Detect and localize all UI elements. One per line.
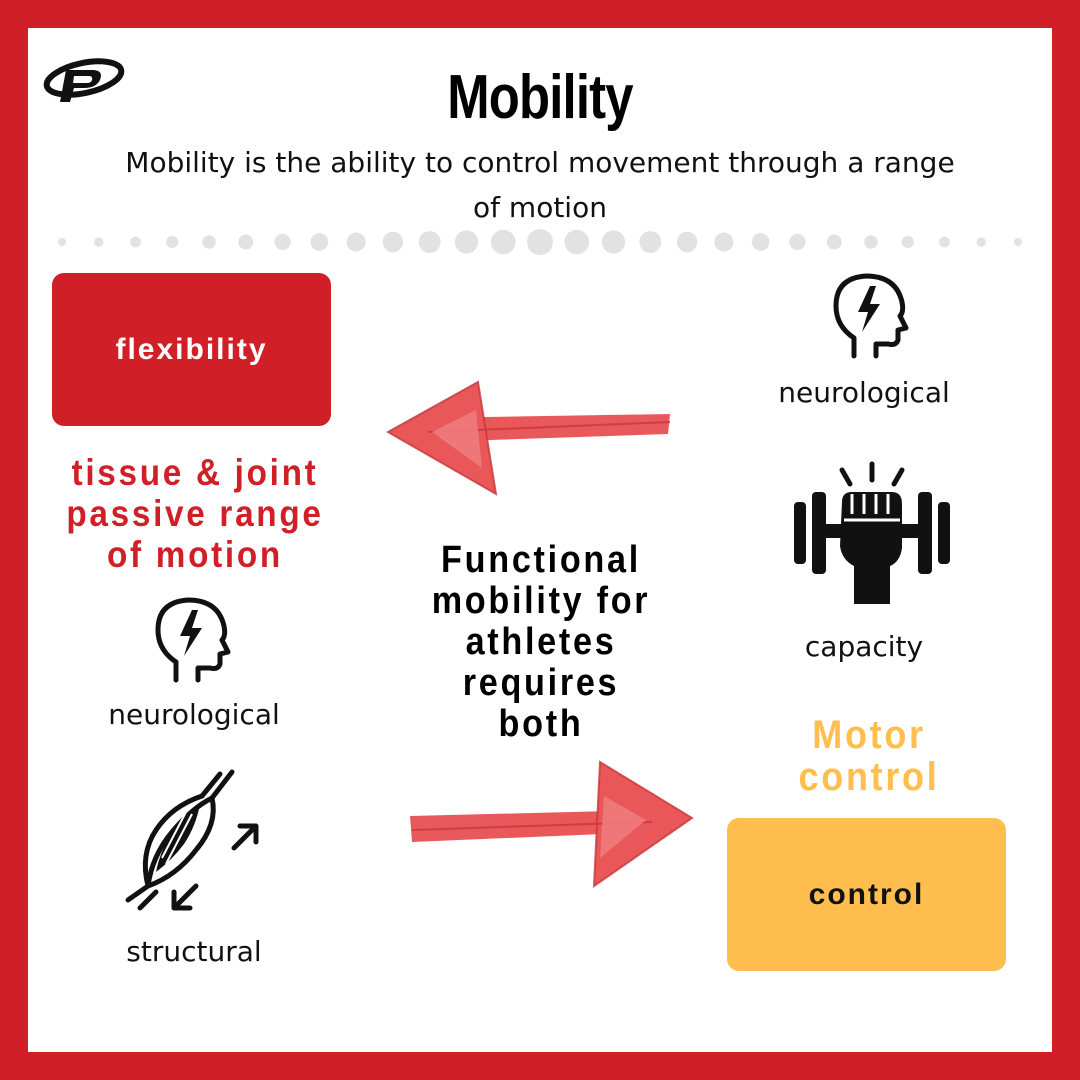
dotted-divider	[0, 222, 1080, 262]
heading-line: control	[798, 755, 940, 799]
divider-dot	[418, 231, 441, 253]
divider-dot	[751, 233, 770, 251]
description-line: of motion	[107, 534, 283, 575]
page-subtitle: Mobility is the ability to control movem…	[125, 146, 955, 224]
divider-dot	[310, 233, 329, 251]
divider-dot	[939, 236, 950, 248]
description-line: passive range	[66, 493, 324, 534]
capacity-label: capacity	[804, 630, 924, 663]
divider-dot	[601, 230, 626, 254]
statement-line: athletes	[465, 621, 617, 663]
divider-dot	[901, 235, 914, 249]
divider-dot	[274, 233, 291, 251]
divider-dot	[238, 234, 254, 250]
divider-dot	[346, 232, 366, 252]
neurological-label: neurological	[108, 698, 280, 731]
motor-control-heading: Motor control	[751, 714, 987, 798]
divider-dot	[58, 238, 66, 246]
muscle-stretch-icon	[122, 768, 262, 912]
statement-line: both	[498, 703, 584, 745]
flexibility-label: flexibility	[115, 332, 268, 366]
control-box: control	[727, 818, 1006, 971]
description-line: tissue & joint	[71, 452, 319, 493]
divider-dot	[130, 236, 141, 248]
flexibility-box: flexibility	[52, 273, 331, 426]
divider-dot	[454, 230, 479, 254]
divider-dot	[676, 231, 698, 253]
head-lightning-icon	[152, 596, 232, 683]
brand-logo	[43, 56, 128, 106]
divider-dot	[94, 237, 104, 247]
divider-dot	[382, 231, 404, 253]
divider-dot	[864, 235, 878, 249]
divider-dot	[166, 235, 179, 249]
divider-dot	[714, 232, 734, 252]
tissue-joint-description: tissue & joint passive range of motion	[52, 452, 338, 575]
center-statement: Functional mobility for athletes require…	[414, 540, 668, 745]
structural-label: structural	[126, 935, 262, 968]
divider-dot	[789, 233, 806, 251]
divider-dot	[1014, 238, 1022, 246]
control-label: control	[808, 877, 925, 911]
divider-dot	[639, 231, 662, 253]
head-lightning-icon	[830, 270, 910, 360]
divider-dot	[490, 229, 516, 255]
divider-dot	[826, 234, 842, 250]
page-title: Mobility	[447, 63, 633, 132]
divider-dot	[976, 237, 986, 247]
neurological-label: neurological	[778, 376, 950, 409]
fist-dumbbell-icon	[792, 461, 952, 606]
divider-dot	[527, 229, 553, 255]
statement-line: mobility for	[431, 580, 651, 622]
statement-line: requires	[462, 662, 620, 704]
arrow-right-icon	[406, 758, 694, 890]
heading-line: Motor	[812, 713, 926, 757]
divider-dot	[564, 229, 590, 255]
divider-dot	[202, 235, 216, 249]
arrow-left-icon	[385, 376, 674, 500]
statement-line: Functional	[441, 539, 641, 581]
